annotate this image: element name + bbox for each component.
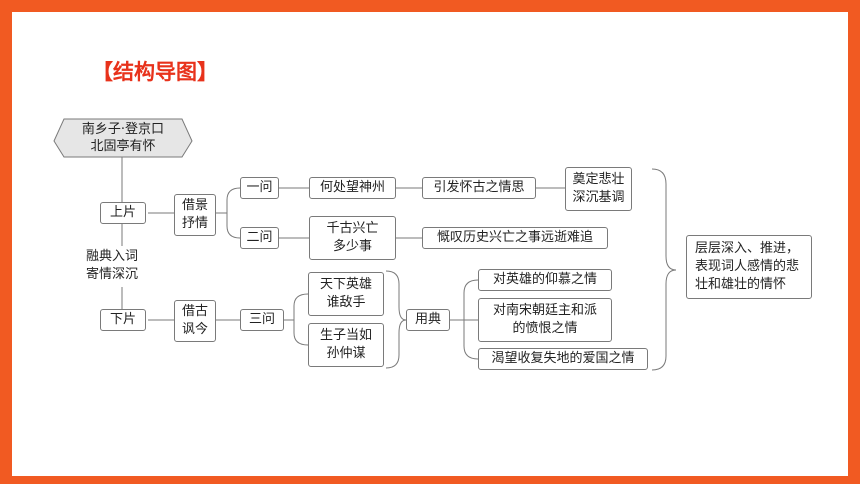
question-two-text: 千古兴亡 多少事 <box>309 216 396 260</box>
question-two-label: 二问 <box>240 227 279 249</box>
question-three-item: 天下英雄 谁敌手 <box>308 272 384 316</box>
question-two-effect: 慨叹历史兴亡之事远逝难追 <box>422 227 608 249</box>
root-title: 南乡子·登京口 北固亭有怀 <box>81 122 165 154</box>
allusion-box: 用典 <box>406 309 450 331</box>
question-three-item: 生子当如 孙仲谋 <box>308 323 384 367</box>
connector-lines <box>53 118 677 371</box>
upper-method: 借景 抒情 <box>174 194 216 236</box>
question-three-label: 三问 <box>240 309 284 331</box>
lower-method: 借古 讽今 <box>174 300 216 342</box>
lower-label: 下片 <box>100 309 146 331</box>
question-one-text: 何处望神州 <box>309 177 396 199</box>
question-one-label: 一问 <box>240 177 279 199</box>
root-hexagon-shape <box>53 118 193 158</box>
middle-note: 融典入词 寄情深沉 <box>86 249 139 282</box>
page-title: 【结构导图】 <box>92 60 218 84</box>
summary-box: 层层深入、推进， 表现词人感情的悲 壮和雄壮的情怀 <box>686 235 812 299</box>
tone-box: 奠定悲壮 深沉基调 <box>565 167 632 211</box>
feeling-item: 渴望收复失地的爱国之情 <box>478 348 648 370</box>
feeling-item: 对英雄的仰慕之情 <box>478 269 612 291</box>
feeling-item: 对南宋朝廷主和派 的愤恨之情 <box>478 298 612 342</box>
question-one-effect: 引发怀古之情思 <box>422 177 536 199</box>
upper-label: 上片 <box>100 202 146 224</box>
slide: 【结构导图】 <box>12 12 848 476</box>
